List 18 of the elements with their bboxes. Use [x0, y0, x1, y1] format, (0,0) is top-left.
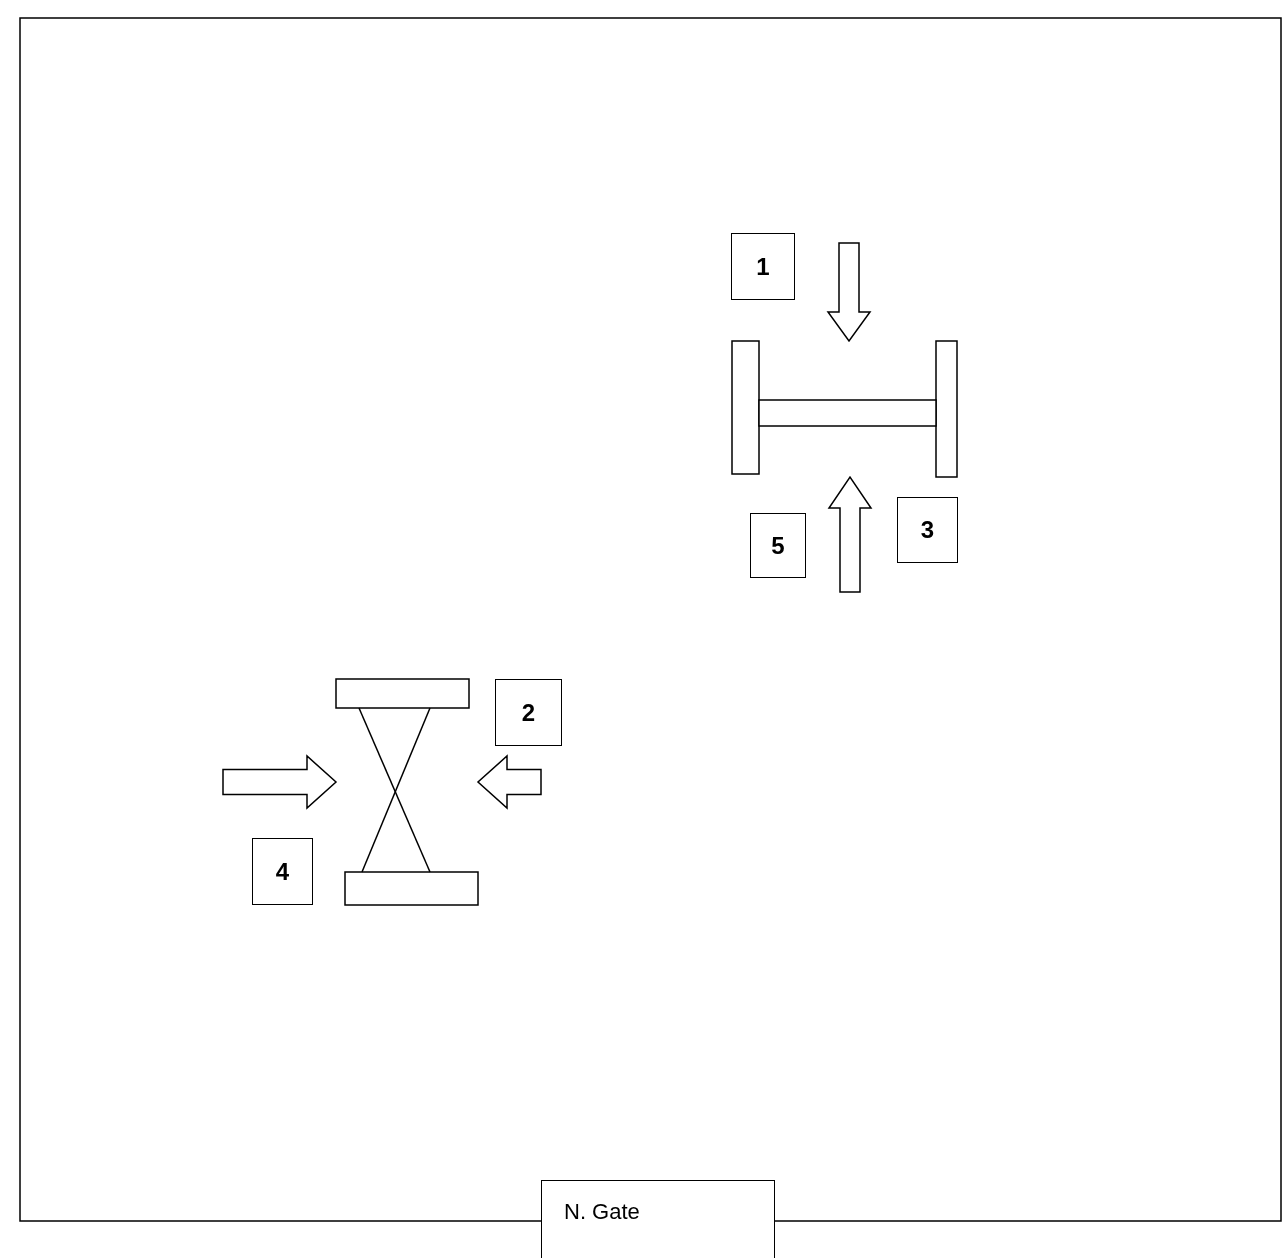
x-frame-drawing [335, 678, 479, 906]
number-box [750, 513, 806, 578]
callout-number: 5 [771, 531, 785, 560]
callout-number: 1 [756, 252, 770, 281]
gate-label: N. Gate [564, 1199, 640, 1225]
number-box [731, 233, 795, 300]
block-arrow [476, 754, 542, 810]
number-box [897, 497, 958, 563]
callout-number: 4 [275, 857, 290, 886]
gate-box [541, 1180, 775, 1258]
block-arrow [826, 242, 872, 343]
block-arrow [827, 475, 873, 593]
callout-number: 2 [521, 698, 536, 727]
callout-number: 3 [920, 516, 935, 544]
number-box [252, 838, 313, 905]
h-frame-drawing [731, 340, 958, 478]
number-box [495, 679, 562, 746]
block-arrow [222, 754, 338, 810]
